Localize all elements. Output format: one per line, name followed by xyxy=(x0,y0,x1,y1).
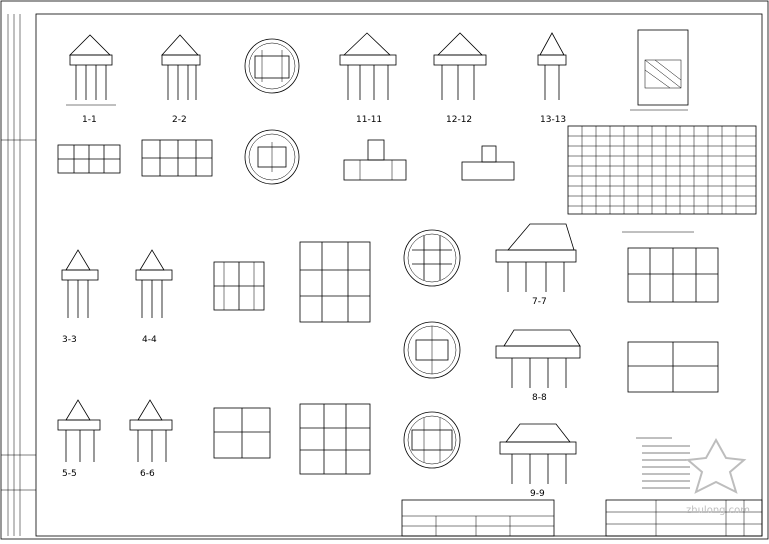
section-label: 5-5 xyxy=(62,469,77,479)
section-4-4 xyxy=(135,249,173,318)
section-7-7 xyxy=(495,223,577,292)
section-5-5 xyxy=(57,399,101,462)
cap-plan-d xyxy=(343,139,407,181)
inner-border xyxy=(35,13,763,537)
pile-detail-section xyxy=(630,29,689,111)
circular-cap-plan-1 xyxy=(244,38,300,94)
section-label: 9-9 xyxy=(530,489,545,499)
cap-plan-a xyxy=(57,144,121,174)
cap-plan-b xyxy=(141,139,213,177)
watermark-logo xyxy=(685,437,747,494)
section-label: 8-8 xyxy=(532,393,547,403)
rebar-schedule-table xyxy=(567,125,757,233)
circular-cap-plan-4 xyxy=(403,321,461,379)
section-6-6 xyxy=(129,399,173,462)
section-label: 4-4 xyxy=(142,335,157,345)
cap-plan-i xyxy=(627,341,719,393)
section-13-13 xyxy=(537,32,567,100)
section-1-1 xyxy=(66,34,116,106)
section-label: 1-1 xyxy=(82,115,97,125)
section-label: 3-3 xyxy=(62,335,77,345)
section-label: 2-2 xyxy=(172,115,187,125)
circular-cap-plan-5 xyxy=(403,411,461,469)
cap-plan-h xyxy=(627,247,719,303)
title-block-right xyxy=(605,499,763,537)
watermark-text: zhulong.com xyxy=(686,505,750,516)
cap-plan-k xyxy=(299,403,371,475)
section-8-8 xyxy=(495,329,581,388)
section-label: 6-6 xyxy=(140,469,155,479)
section-3-3 xyxy=(61,249,99,318)
cap-plan-j xyxy=(213,407,271,459)
section-11-11 xyxy=(339,32,397,100)
section-label: 12-12 xyxy=(446,115,472,125)
left-binding-strip xyxy=(1,14,36,536)
section-label: 7-7 xyxy=(532,297,547,307)
cap-plan-f xyxy=(213,261,265,311)
section-9-9 xyxy=(499,423,577,484)
circular-cap-plan-2 xyxy=(244,129,300,185)
cap-plan-g xyxy=(299,241,371,323)
circular-cap-plan-3 xyxy=(403,229,461,287)
section-2-2 xyxy=(161,34,201,100)
section-12-12 xyxy=(433,32,487,100)
cap-plan-e xyxy=(461,145,515,181)
notes-block xyxy=(636,437,690,489)
section-label: 11-11 xyxy=(356,115,382,125)
title-block-left xyxy=(401,499,555,537)
section-label: 13-13 xyxy=(540,115,566,125)
